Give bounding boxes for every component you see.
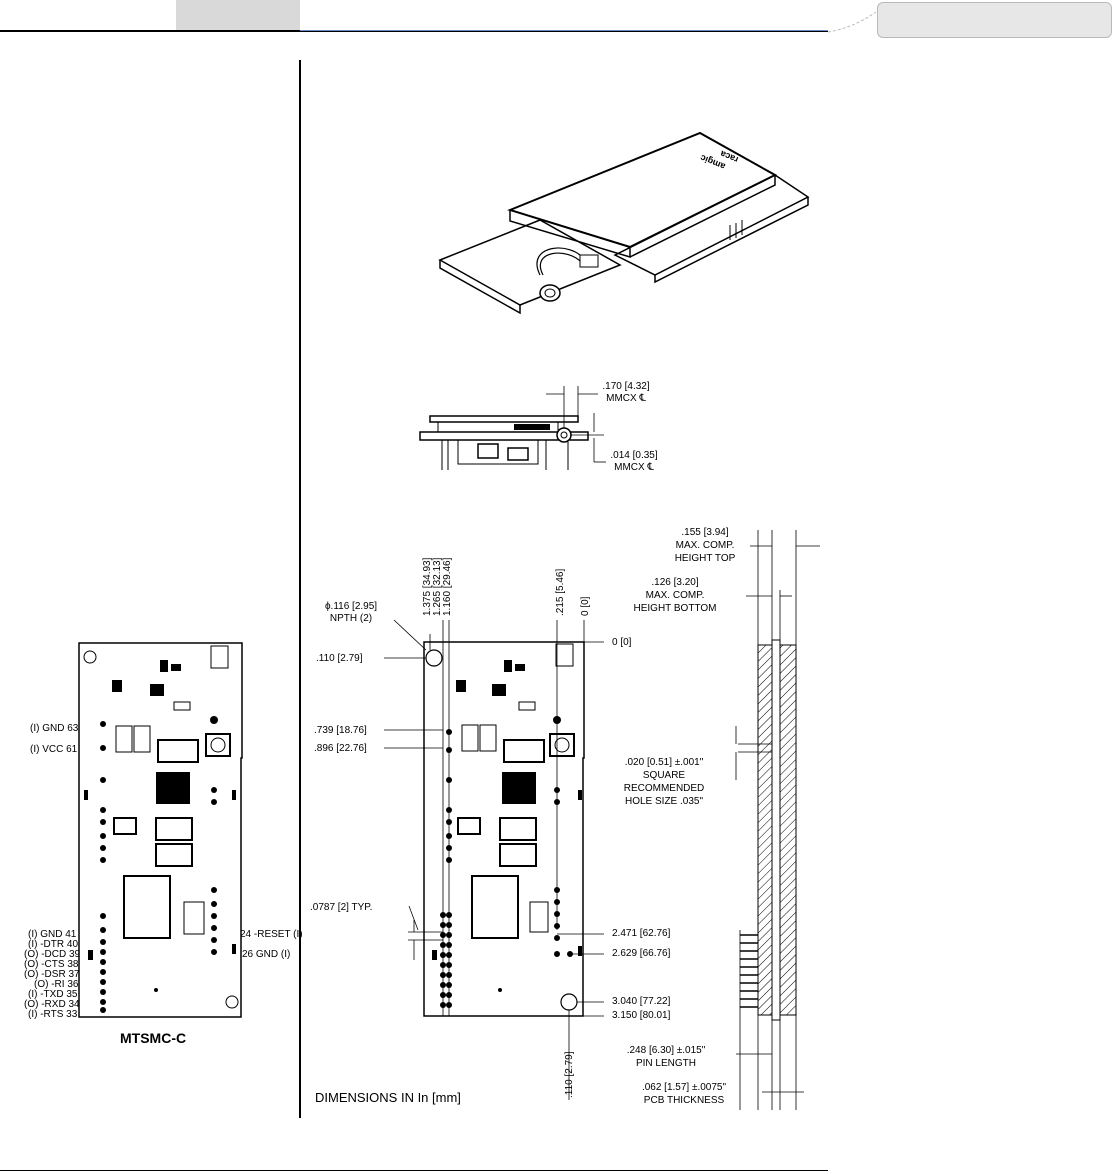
hole-npth: NPTH (2) — [329, 613, 373, 624]
pitch-dim: .0787 [2] TYP. — [310, 902, 373, 913]
pin-square-dim: .020 [0.51] ±.001" — [624, 757, 704, 768]
bottom-vertical-dim: .110 [2.79] — [564, 1051, 575, 1098]
dim-x-1375: 1.375 [34.93] — [422, 557, 433, 616]
side-dim-bottom: .014 [0.35] — [610, 450, 658, 461]
bottom-height-sub2: HEIGHT BOTTOM — [633, 603, 717, 614]
y-3040-dim: 3.040 [77.22] — [612, 996, 671, 1007]
pin-hole-rec: RECOMMENDED — [623, 783, 705, 794]
side-dim-top-sub: MMCX ℄ — [606, 393, 646, 404]
pcb-thickness-dim: .062 [1.57] ±.0075" — [641, 1082, 727, 1093]
left-board-drawing — [78, 642, 243, 1018]
vertical-dim-labels: 1.375 [34.93] 1.265 [32.13] 1.160 [29.46… — [422, 557, 591, 616]
side-profile-drawing — [735, 530, 820, 1110]
dim-x-1160: 1.160 [29.46] — [442, 557, 453, 616]
header-rule — [0, 30, 828, 32]
side-dim-bottom-sub: MMCX ℄ — [614, 462, 654, 473]
left-pin-label: (O) -RXD 34 — [24, 999, 80, 1010]
dim-x-1265: 1.265 [32.13] — [432, 557, 443, 616]
origin-dim: 0 [0] — [612, 637, 632, 648]
pin-length-sub: PIN LENGTH — [635, 1058, 696, 1069]
y-2471-dim: 2.471 [62.76] — [612, 928, 671, 939]
y-2629-dim: 2.629 [66.76] — [612, 948, 671, 959]
left-pin-label: (O) -DSR 37 — [24, 969, 80, 980]
svg-text:.110 [2.79]: .110 [2.79] — [564, 1051, 575, 1098]
side-view-drawing — [419, 386, 606, 470]
side-dim-top: .170 [4.32] — [602, 381, 650, 392]
dimensions-units: DIMENSIONS IN In [mm] — [315, 1090, 461, 1105]
left-pin-label: (O) -CTS 38 — [24, 959, 79, 970]
dimension-board-drawing — [384, 619, 604, 1100]
left-pin-label: (I) GND 41 — [28, 929, 77, 940]
header-tab — [176, 0, 300, 30]
left-pin-label: (I) GND 63 — [30, 723, 79, 734]
header-rule-accent — [300, 30, 828, 31]
hole-x-dim: .110 [2.79] — [316, 653, 363, 664]
footer-rule — [0, 1170, 828, 1171]
top-height-sub: MAX. COMP. — [675, 540, 735, 551]
y-3150-dim: 3.150 [80.01] — [612, 1010, 671, 1021]
left-pin-label: (I) VCC 61 — [30, 744, 78, 755]
dim-x-0: 0 [0] — [580, 596, 591, 616]
pin-square-sub: SQUARE — [642, 770, 686, 781]
dim-x-215: .215 [5.46] — [555, 569, 566, 616]
pcb-thickness-sub: PCB THICKNESS — [643, 1095, 725, 1106]
pin-length-dim: .248 [6.30] ±.015" — [626, 1045, 706, 1056]
board-caption: MTSMC-C — [120, 1030, 187, 1046]
right-pin-label: 26 GND (I) — [242, 949, 291, 960]
isometric-modem-drawing: ɔᴉƃɯɐ ɐɔɐɹ — [438, 131, 810, 315]
y-896-dim: .896 [22.76] — [314, 743, 367, 754]
header-pill — [877, 2, 1112, 38]
bottom-height-sub: MAX. COMP. — [645, 590, 705, 601]
bottom-height-dim: .126 [3.20] — [651, 577, 699, 588]
left-pin-label: (O) -RI 36 — [34, 979, 79, 990]
left-pin-label: (O) -DCD 39 — [24, 949, 81, 960]
header-swoosh — [827, 11, 877, 33]
right-pin-label: 24 -RESET (I) — [240, 929, 303, 940]
top-height-dim: .155 [3.94] — [681, 527, 729, 538]
hole-diameter: ϕ.116 [2.95] — [324, 601, 378, 612]
left-pin-label: (I) -TXD 35 — [28, 989, 78, 1000]
column-divider — [299, 60, 301, 1118]
pin-hole-size: HOLE SIZE .035" — [624, 796, 704, 807]
left-pin-label: (I) -DTR 40 — [28, 939, 78, 950]
y-739-dim: .739 [18.76] — [314, 725, 367, 736]
left-pin-label: (I) -RTS 33 — [28, 1009, 78, 1020]
top-height-sub2: HEIGHT TOP — [674, 553, 736, 564]
